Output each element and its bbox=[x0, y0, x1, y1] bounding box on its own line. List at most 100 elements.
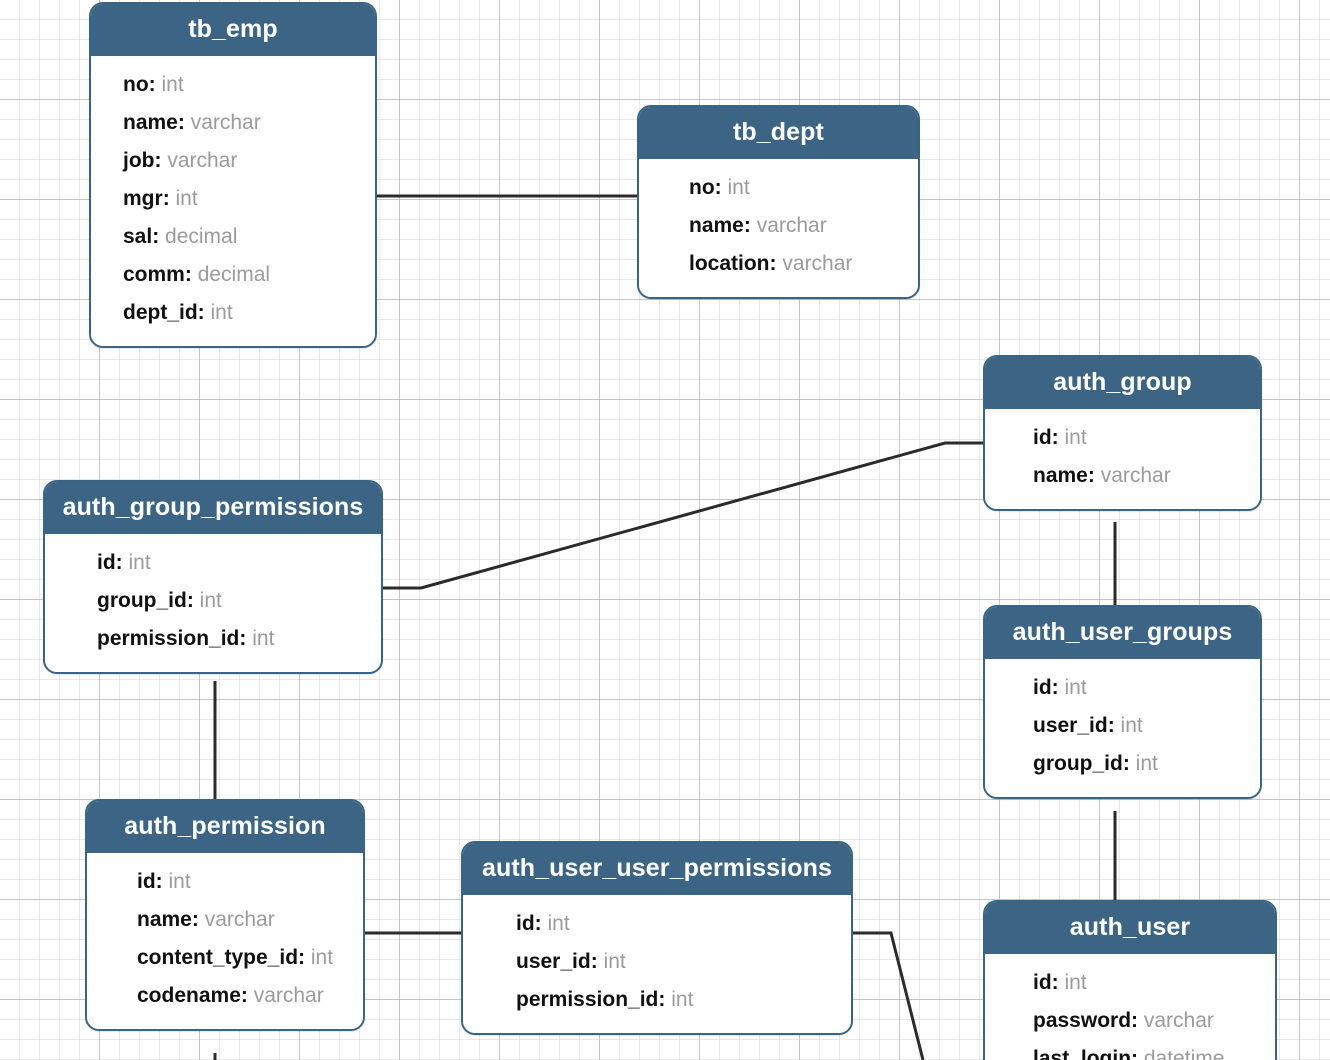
field-row: permission_id: int bbox=[97, 627, 275, 650]
entity-tb_dept[interactable]: tb_dept no: int name: varchar location: … bbox=[637, 105, 920, 299]
entity-title: auth_user_user_permissions bbox=[463, 843, 851, 895]
field-name: id bbox=[516, 912, 535, 935]
field-name: group_id bbox=[1033, 752, 1123, 775]
field-row: id: int bbox=[1033, 426, 1087, 449]
field-type: int bbox=[161, 73, 184, 96]
entity-tb_emp[interactable]: tb_emp no: int name: varchar job: varcha… bbox=[89, 2, 377, 348]
field-name: name bbox=[137, 908, 192, 931]
entity-title: auth_group bbox=[985, 357, 1260, 409]
field-name: codename bbox=[137, 984, 241, 1007]
field-type: varchar bbox=[253, 984, 324, 1007]
field-name: permission_id bbox=[97, 627, 240, 650]
field-name: no bbox=[123, 73, 149, 96]
field-type: int bbox=[210, 301, 233, 324]
entity-fields: id: int name: varchar content_type_id: i… bbox=[87, 853, 363, 1029]
field-row: name: varchar bbox=[123, 111, 261, 134]
field-row: group_id: int bbox=[97, 589, 222, 612]
field-type: int bbox=[199, 589, 222, 612]
field-name: mgr bbox=[123, 187, 163, 210]
field-type: int bbox=[547, 912, 570, 935]
field-type: decimal bbox=[165, 225, 238, 248]
field-name: sal bbox=[123, 225, 153, 248]
field-row: id: int bbox=[1033, 676, 1087, 699]
field-type: int bbox=[1135, 752, 1158, 775]
field-row: id: int bbox=[97, 551, 151, 574]
entity-auth_user_user_permissions[interactable]: auth_user_user_permissions id: int user_… bbox=[461, 841, 853, 1035]
field-name: last_login bbox=[1033, 1047, 1132, 1060]
field-type: int bbox=[310, 946, 334, 969]
field-type: int bbox=[1064, 426, 1087, 449]
field-row: id: int bbox=[137, 870, 191, 893]
field-type: varchar bbox=[1143, 1009, 1214, 1032]
entity-auth_group[interactable]: auth_group id: int name: varchar bbox=[983, 355, 1262, 511]
field-row: content_type_id: int bbox=[137, 946, 334, 969]
field-name: content_type_id bbox=[137, 946, 299, 969]
field-name: id bbox=[1033, 971, 1052, 994]
field-name: name bbox=[689, 214, 744, 237]
field-row: codename: varchar bbox=[137, 984, 324, 1007]
entity-fields: id: int password: varchar last_login: da… bbox=[985, 954, 1275, 1060]
entity-fields: id: int group_id: int permission_id: int bbox=[45, 534, 381, 672]
field-type: int bbox=[252, 627, 275, 650]
field-row: dept_id: int bbox=[123, 301, 233, 324]
field-name: no bbox=[689, 176, 715, 199]
edge-auth_group_permissions-auth_group bbox=[383, 441, 983, 590]
field-type: varchar bbox=[167, 149, 238, 172]
field-row: last_login: datetime bbox=[1033, 1040, 1265, 1060]
field-type: int bbox=[727, 176, 750, 199]
field-type: int bbox=[1064, 971, 1087, 994]
field-row: mgr: int bbox=[123, 187, 198, 210]
field-row: comm: decimal bbox=[123, 263, 271, 286]
field-type: decimal bbox=[197, 263, 271, 286]
field-name: location bbox=[689, 252, 770, 275]
field-row: password: varchar bbox=[1033, 1009, 1214, 1032]
field-type: varchar bbox=[782, 252, 853, 275]
field-type: int bbox=[671, 988, 694, 1011]
field-name: password bbox=[1033, 1009, 1132, 1032]
entity-title: tb_dept bbox=[639, 107, 918, 159]
field-row: name: varchar bbox=[137, 908, 275, 931]
field-row: id: int bbox=[516, 912, 570, 935]
field-type: varchar bbox=[190, 111, 261, 134]
field-type: int bbox=[1064, 676, 1087, 699]
field-type: int bbox=[1120, 714, 1143, 737]
entity-fields: id: int user_id: int permission_id: int bbox=[463, 895, 851, 1033]
entity-auth_user[interactable]: auth_user id: int password: varchar last… bbox=[983, 900, 1277, 1060]
field-name: id bbox=[1033, 676, 1052, 699]
field-type: datetime bbox=[1143, 1047, 1225, 1060]
field-row: no: int bbox=[123, 73, 184, 96]
field-type: int bbox=[175, 187, 198, 210]
field-name: comm bbox=[123, 263, 185, 286]
entity-auth_permission[interactable]: auth_permission id: int name: varchar co… bbox=[85, 799, 365, 1031]
entity-title: auth_user bbox=[985, 902, 1275, 954]
entity-fields: no: int name: varchar job: varchar mgr: … bbox=[91, 56, 375, 346]
field-type: int bbox=[128, 551, 151, 574]
field-row: name: varchar bbox=[689, 214, 827, 237]
field-name: dept_id bbox=[123, 301, 198, 324]
field-name: user_id bbox=[516, 950, 591, 973]
entity-title: auth_user_groups bbox=[985, 607, 1260, 659]
entity-title: auth_group_permissions bbox=[45, 482, 381, 534]
field-type: varchar bbox=[756, 214, 827, 237]
field-name: id bbox=[97, 551, 116, 574]
entity-auth_user_groups[interactable]: auth_user_groups id: int user_id: int gr… bbox=[983, 605, 1262, 799]
field-type: varchar bbox=[204, 908, 275, 931]
field-type: varchar bbox=[1100, 464, 1171, 487]
field-type: int bbox=[603, 950, 626, 973]
field-row: no: int bbox=[689, 176, 750, 199]
field-name: job bbox=[123, 149, 155, 172]
field-name: name bbox=[1033, 464, 1088, 487]
entity-fields: id: int user_id: int group_id: int bbox=[985, 659, 1260, 797]
entity-title: tb_emp bbox=[91, 4, 375, 56]
field-row: name: varchar bbox=[1033, 464, 1171, 487]
entity-auth_group_permissions[interactable]: auth_group_permissions id: int group_id:… bbox=[43, 480, 383, 674]
entity-title: auth_permission bbox=[87, 801, 363, 853]
edge-auth_user_user_permissions-auth_user bbox=[853, 931, 925, 1060]
field-row: permission_id: int bbox=[516, 988, 694, 1011]
field-type: int bbox=[168, 870, 191, 893]
field-row: job: varchar bbox=[123, 149, 238, 172]
field-row: group_id: int bbox=[1033, 752, 1158, 775]
field-name: id bbox=[137, 870, 156, 893]
field-name: permission_id bbox=[516, 988, 659, 1011]
